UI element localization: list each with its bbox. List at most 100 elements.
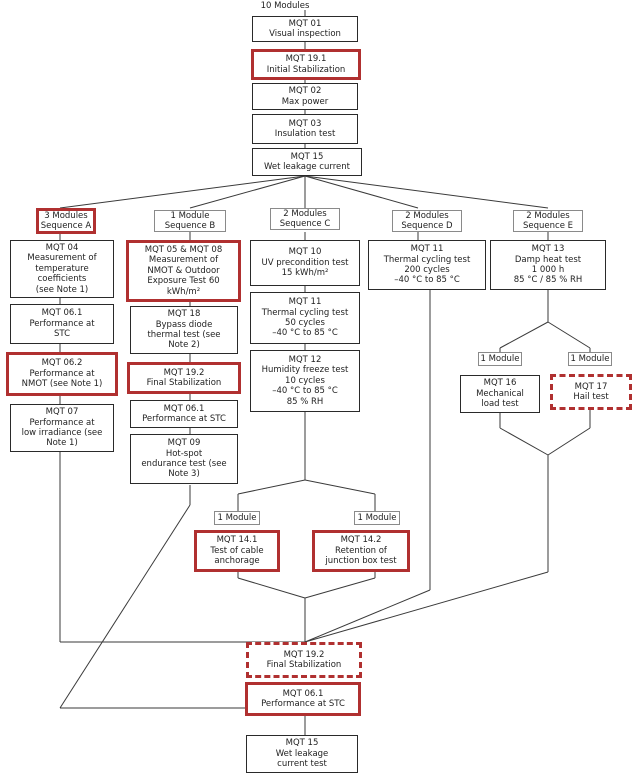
box-mqt191-initial-line-1: MQT 19.1 <box>285 54 327 65</box>
seq-b-mqt0508-line-3: NMOT & Outdoor <box>147 265 220 276</box>
box-mqt15-trunk-line-1: MQT 15 <box>290 151 324 162</box>
seq-a-mqt07-line-2: Performance at <box>29 417 95 428</box>
seq-c-mqt12: MQT 12 Humidity freeze test 10 cycles –4… <box>250 350 360 412</box>
seq-e-mqt17-line-1: MQT 17 <box>574 381 608 392</box>
seq-c-split-right-label: 1 Module <box>354 511 400 525</box>
sequence-d-header: 2 Modules Sequence D <box>392 210 462 232</box>
seq-c-mqt12-line-5: 85 % RH <box>286 396 324 407</box>
box-mqt01-line-1: MQT 01 <box>288 18 322 29</box>
seq-e-mqt16-line-3: load test <box>481 399 519 410</box>
box-mqt01-line-2: Visual inspection <box>269 29 341 39</box>
seq-c-mqt10-line-3: 15 kWh/m² <box>281 268 329 279</box>
seq-b-mqt18-line-3: thermal test (see <box>147 330 221 340</box>
seq-e-mqt17: MQT 17 Hail test <box>550 374 632 410</box>
seq-a-mqt062: MQT 06.2 Performance at NMOT (see Note 1… <box>6 352 118 396</box>
seq-c-mqt11-line-1: MQT 11 <box>288 297 322 308</box>
final-mqt192-line-1: MQT 19.2 <box>283 649 325 660</box>
seq-d-mqt11-line-3: 200 cycles <box>404 265 450 275</box>
final-mqt192-line-2: Final Stabilization <box>266 660 342 670</box>
seq-d-mqt11-line-2: Thermal cycling test <box>383 254 471 265</box>
seq-a-mqt07-line-1: MQT 07 <box>45 407 79 418</box>
seq-b-mqt09-line-1: MQT 09 <box>167 438 201 449</box>
seq-b-mqt18: MQT 18 Bypass diode thermal test (see No… <box>130 306 238 354</box>
seq-b-mqt09: MQT 09 Hot-spot endurance test (see Note… <box>130 434 238 484</box>
box-mqt15-trunk: MQT 15 Wet leakage current <box>252 148 362 176</box>
seq-a-mqt062-line-2: Performance at <box>29 368 95 379</box>
seq-e-mqt17-line-2: Hail test <box>573 392 609 402</box>
final-mqt15: MQT 15 Wet leakage current test <box>246 735 358 773</box>
seq-e-mqt16-line-1: MQT 16 <box>483 378 517 389</box>
seq-a-mqt062-line-1: MQT 06.2 <box>41 358 83 369</box>
sequence-b-header: 1 Module Sequence B <box>154 210 226 232</box>
final-mqt061-line-1: MQT 06.1 <box>282 688 324 699</box>
sequence-e-header-line-1: 2 Modules <box>526 210 570 221</box>
seq-d-mqt11-line-4: –40 °C to 85 °C <box>394 275 460 286</box>
sequence-b-header-line-1: 1 Module <box>170 210 210 221</box>
seq-c-mqt141-line-3: anchorage <box>214 556 260 567</box>
seq-c-mqt141-line-1: MQT 14.1 <box>216 535 258 546</box>
seq-c-mqt11-line-2: Thermal cycling test <box>261 307 349 318</box>
seq-b-mqt0508-line-1: MQT 05 & MQT 08 <box>144 245 223 256</box>
box-mqt03: MQT 03 Insulation test <box>252 114 358 144</box>
seq-a-mqt04-line-4: coefficients <box>37 274 87 285</box>
seq-b-mqt18-line-2: Bypass diode <box>155 319 213 330</box>
seq-b-mqt061-line-2: Performance at STC <box>142 414 226 424</box>
seq-c-mqt10: MQT 10 UV precondition test 15 kWh/m² <box>250 240 360 286</box>
seq-a-mqt061-line-3: STC <box>53 329 71 340</box>
seq-e-mqt16-line-2: Mechanical <box>476 388 524 399</box>
seq-c-mqt12-line-3: 10 cycles <box>285 375 325 386</box>
seq-b-mqt192: MQT 19.2 Final Stabilization <box>127 362 241 394</box>
seq-a-mqt07: MQT 07 Performance at low irradiance (se… <box>10 404 114 452</box>
seq-e-split-right-label: 1 Module <box>568 352 612 366</box>
seq-b-mqt18-line-4: Note 2) <box>168 340 200 351</box>
seq-c-mqt142-line-2: Retention of <box>335 545 387 556</box>
seq-b-mqt0508-line-5: kWh/m² <box>166 286 201 297</box>
sequence-c-header-line-1: 2 Modules <box>283 208 327 219</box>
seq-b-mqt192-line-1: MQT 19.2 <box>163 367 205 378</box>
sequence-c-header-line-2: Sequence C <box>279 219 331 229</box>
seq-e-mqt16: MQT 16 Mechanical load test <box>460 375 540 413</box>
seq-c-mqt10-line-1: MQT 10 <box>288 247 322 258</box>
seq-a-mqt07-line-3: low irradiance (see <box>21 428 103 438</box>
box-mqt02-line-1: MQT 02 <box>288 86 322 97</box>
seq-a-mqt07-line-4: Note 1) <box>46 438 78 449</box>
seq-c-mqt10-line-2: UV precondition test <box>261 257 349 268</box>
box-mqt15-trunk-line-2: Wet leakage current <box>264 162 350 172</box>
seq-c-mqt142: MQT 14.2 Retention of junction box test <box>312 530 410 572</box>
seq-c-mqt11: MQT 11 Thermal cycling test 50 cycles –4… <box>250 292 360 344</box>
seq-c-mqt12-line-2: Humidity freeze test <box>261 365 349 376</box>
seq-b-mqt061-line-1: MQT 06.1 <box>163 403 205 414</box>
seq-b-mqt09-line-2: Hot-spot <box>165 448 203 459</box>
seq-a-mqt04-line-3: temperature <box>35 263 89 274</box>
box-mqt01: MQT 01 Visual inspection <box>252 16 358 42</box>
sequence-d-header-line-1: 2 Modules <box>405 210 449 221</box>
seq-b-mqt09-line-4: Note 3) <box>168 469 200 480</box>
sequence-a-header: 3 Modules Sequence A <box>36 208 96 234</box>
seq-c-mqt12-line-4: –40 °C to 85 °C <box>272 386 338 397</box>
seq-e-mqt13-line-4: 85 °C / 85 % RH <box>513 275 583 286</box>
seq-e-mqt13: MQT 13 Damp heat test 1 000 h 85 °C / 85… <box>490 240 606 290</box>
seq-a-mqt061: MQT 06.1 Performance at STC <box>10 304 114 344</box>
seq-c-mqt142-line-1: MQT 14.2 <box>340 535 382 546</box>
seq-d-mqt11-line-1: MQT 11 <box>410 244 444 255</box>
final-mqt15-line-3: current test <box>277 759 327 770</box>
sequence-e-header: 2 Modules Sequence E <box>513 210 583 232</box>
final-mqt15-line-2: Wet leakage <box>275 748 329 759</box>
seq-e-split-left-label-text: 1 Module <box>480 353 520 364</box>
box-mqt02: MQT 02 Max power <box>252 83 358 110</box>
seq-e-split-right-label-text: 1 Module <box>570 353 610 364</box>
seq-a-mqt04-line-5: (see Note 1) <box>35 284 89 295</box>
final-mqt061: MQT 06.1 Performance at STC <box>245 682 361 716</box>
seq-e-mqt13-line-3: 1 000 h <box>531 265 565 275</box>
seq-b-mqt09-line-3: endurance test (see <box>141 459 227 469</box>
seq-c-mqt11-line-3: 50 cycles <box>285 318 325 328</box>
seq-d-mqt11: MQT 11 Thermal cycling test 200 cycles –… <box>368 240 486 290</box>
seq-b-mqt0508: MQT 05 & MQT 08 Measurement of NMOT & Ou… <box>126 240 241 302</box>
seq-c-mqt12-line-1: MQT 12 <box>288 355 322 366</box>
seq-e-split-left-label: 1 Module <box>478 352 522 366</box>
final-mqt192: MQT 19.2 Final Stabilization <box>246 642 362 678</box>
seq-c-mqt11-line-4: –40 °C to 85 °C <box>272 328 338 339</box>
box-mqt191-initial: MQT 19.1 Initial Stabilization <box>251 49 361 80</box>
sequence-d-header-line-2: Sequence D <box>401 221 453 231</box>
